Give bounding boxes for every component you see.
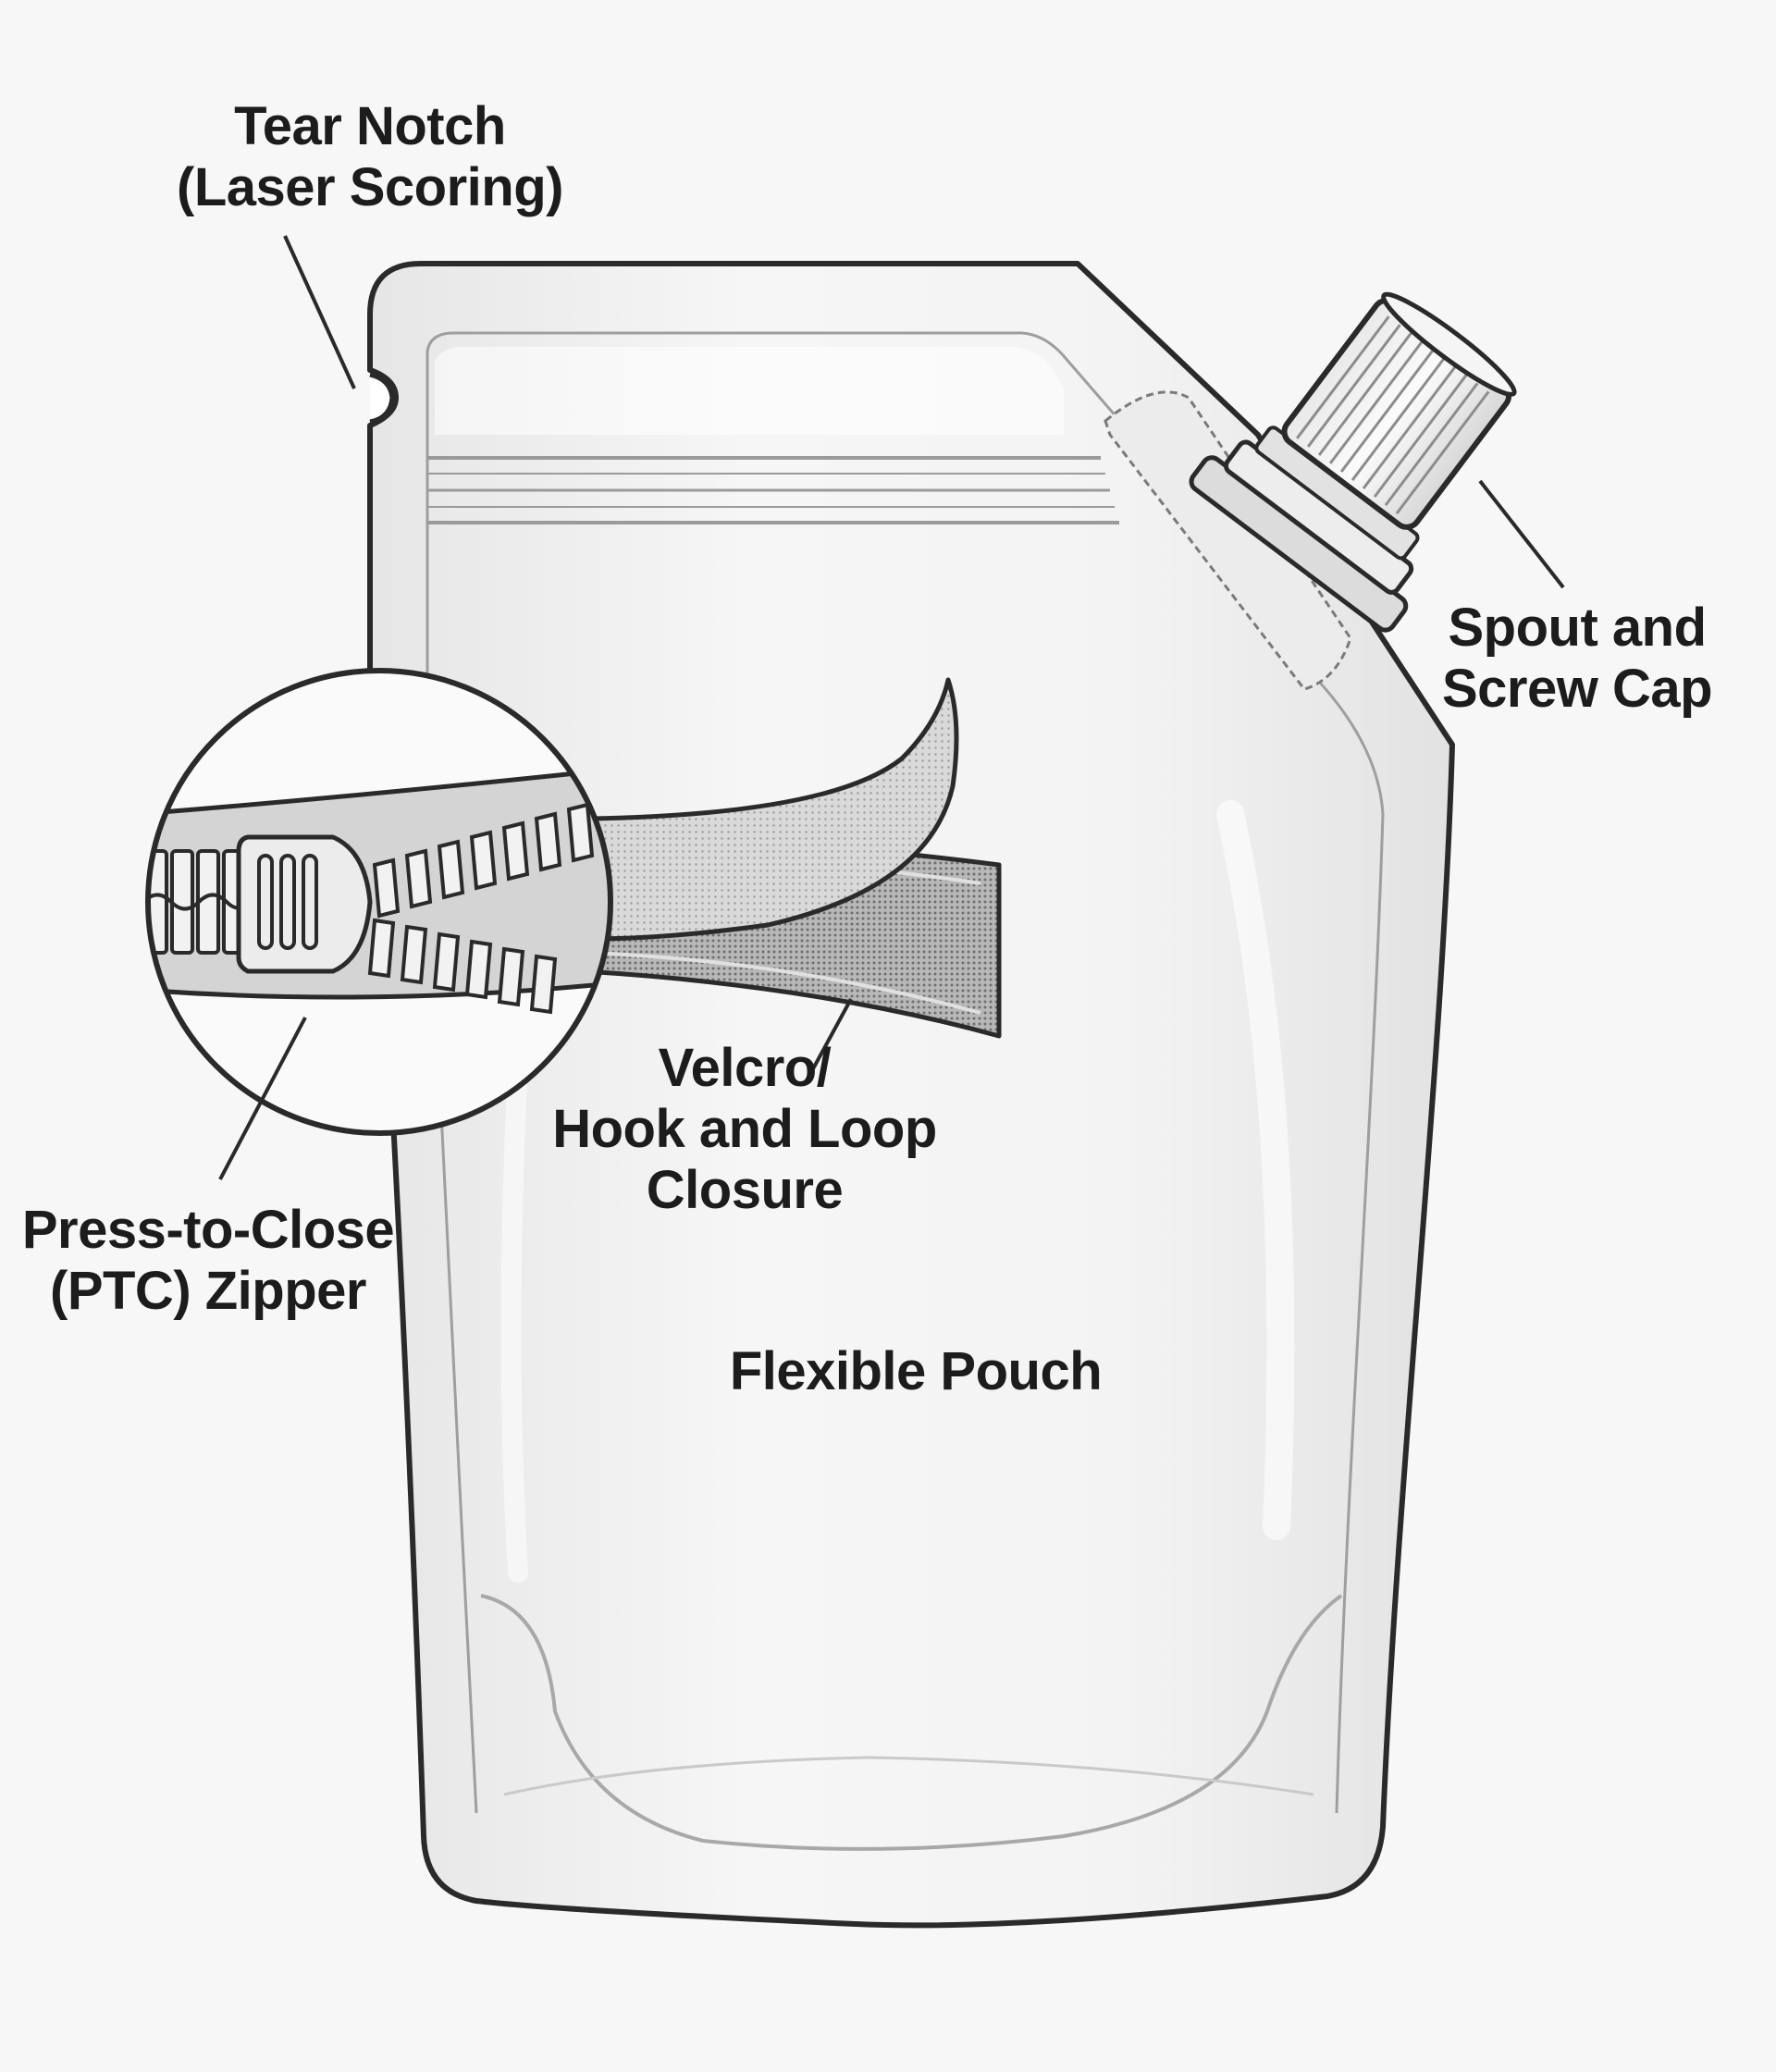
flexible-pouch — [367, 261, 1455, 1929]
zipper-magnifier — [145, 668, 613, 1136]
leader-line-ptc-zipper — [218, 1017, 307, 1180]
label-velcro-line3: Closure — [646, 1160, 844, 1220]
label-tear-notch-line2: (Laser Scoring) — [177, 157, 563, 217]
label-spout-line1: Spout and — [1448, 598, 1707, 658]
magnifier-ring — [145, 668, 613, 1136]
velcro-strips — [561, 677, 1002, 1039]
pouch-body-highlight — [1216, 800, 1295, 1540]
screw-cap-top — [1381, 291, 1517, 397]
leader-lines — [218, 235, 1565, 1180]
pouch-bottom-gusset — [480, 1594, 1343, 1851]
leader-line-spout — [1478, 479, 1565, 589]
label-velcro-line1: Velcro/ — [658, 1038, 832, 1098]
label-tear-notch: Tear Notch (Laser Scoring) — [148, 96, 592, 218]
label-spout: Spout and Screw Cap — [1420, 598, 1734, 720]
label-ptc-zipper-line1: Press-to-Close — [21, 1200, 395, 1260]
label-velcro: Velcro/ Hook and Loop Closure — [504, 1038, 985, 1221]
label-spout-line2: Screw Cap — [1441, 659, 1713, 719]
label-tear-notch-line1: Tear Notch — [234, 96, 506, 156]
pouch-body-highlight-left — [500, 1054, 528, 1583]
tear-notch — [369, 372, 395, 425]
leader-line-tear-notch — [283, 235, 356, 389]
pouch-top-sheen — [435, 347, 1064, 435]
label-flexible-pouch-text: Flexible Pouch — [729, 1341, 1103, 1401]
velcro-strip-upper — [589, 677, 959, 942]
pouch-inner-seal — [426, 331, 1385, 1814]
label-flexible-pouch: Flexible Pouch — [694, 1341, 1138, 1402]
zipper-teeth-lower — [367, 918, 558, 1015]
spout-neck — [1104, 390, 1352, 691]
zipper-interlock-line — [148, 893, 250, 911]
screw-cap-ridges — [1295, 315, 1490, 515]
leader-line-velcro — [803, 998, 853, 1085]
zipper-teeth-upper — [372, 802, 595, 919]
zipper-slider-grip — [257, 854, 318, 950]
spout-and-cap — [1104, 291, 1517, 691]
pouch-bottom-gusset-inner — [503, 1756, 1314, 1796]
label-ptc-zipper: Press-to-Close (PTC) Zipper — [14, 1200, 402, 1322]
label-velcro-line2: Hook and Loop — [552, 1099, 937, 1159]
zipper-track — [427, 456, 1119, 524]
label-ptc-zipper-line2: (PTC) Zipper — [50, 1261, 366, 1321]
